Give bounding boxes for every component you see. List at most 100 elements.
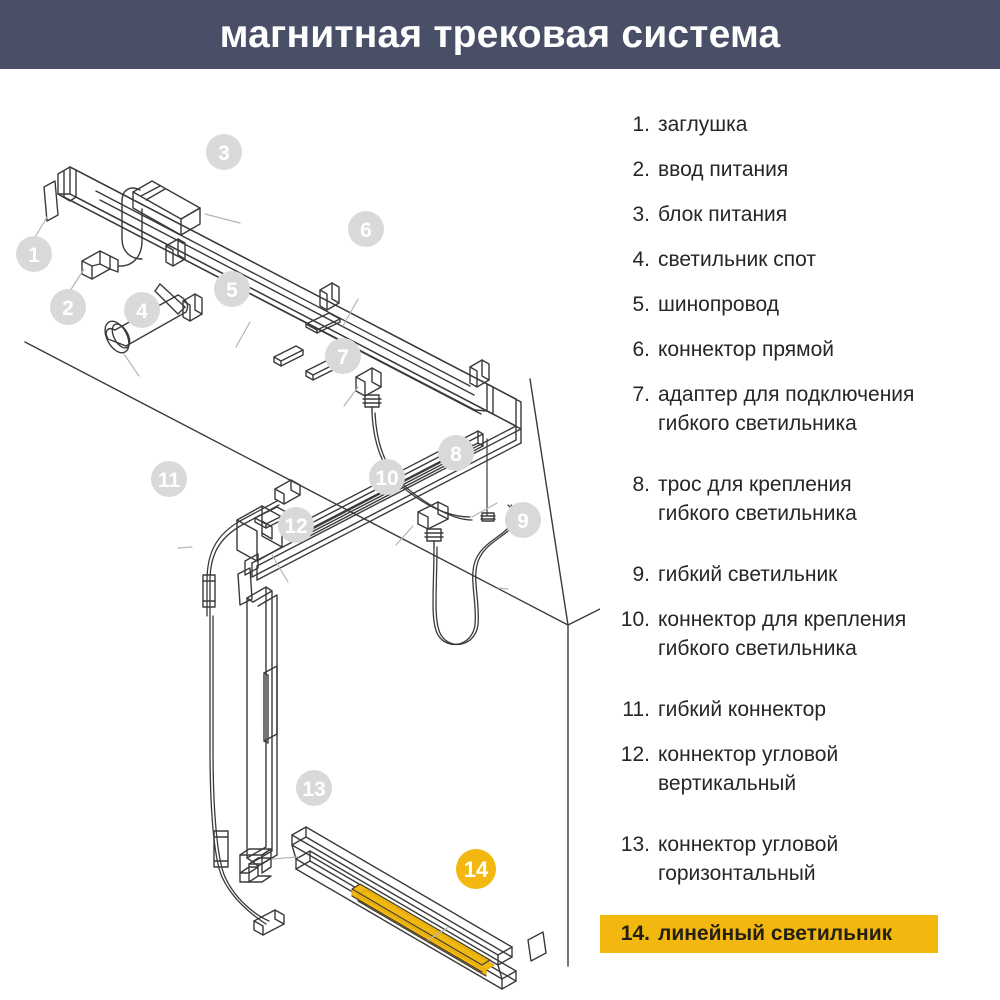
legend-item-3[interactable]: 3. блок питания [610, 200, 1000, 229]
legend-label: гибкий светильник [658, 563, 838, 586]
svg-text:14: 14 [464, 857, 489, 882]
part-10-flex-mount [417, 501, 449, 548]
svg-text:11: 11 [158, 469, 181, 492]
legend-label: коннектор для крепления гибкого светильн… [658, 608, 907, 660]
legend-label: блок питания [658, 203, 788, 226]
page-header: магнитная трековая система [0, 0, 1000, 69]
legend-item-14-highlighted[interactable]: 14. линейный светильник [600, 915, 938, 953]
legend-number: 3. [632, 203, 650, 226]
callout-badge-5: 5 [214, 271, 250, 307]
part-8-mount-cable [480, 438, 496, 522]
legend-number: 14. [620, 922, 650, 945]
svg-text:12: 12 [284, 515, 307, 538]
legend-item-7[interactable]: 7. адаптер для подключения гибкого свети… [610, 380, 1000, 438]
svg-text:13: 13 [302, 778, 325, 801]
legend-label: гибкий коннектор [658, 698, 827, 721]
ceiling-plane-lines [24, 341, 600, 626]
legend-label: адаптер для подключения гибкого светильн… [658, 383, 915, 435]
callout-badge-4: 4 [124, 292, 160, 328]
legend-label: заглушка [658, 113, 748, 136]
legend-number: 10. [620, 608, 650, 631]
legend-number: 1. [632, 113, 650, 136]
wall-wire-terminal [213, 830, 229, 868]
legend-item-8[interactable]: 8. трос для крепления гибкого светильник… [610, 470, 1000, 528]
part-2-wire [117, 208, 143, 267]
legend-number: 13. [620, 833, 650, 856]
callout-badge-9: 9 [505, 502, 541, 538]
main-track-rail [57, 166, 522, 430]
part-7-flex-adapter [362, 394, 382, 414]
callout-badge-7: 7 [325, 338, 361, 374]
legend-label: светильник спот [658, 248, 817, 271]
legend-label: ввод питания [658, 158, 789, 181]
legend-label: коннектор угловой горизонтальный [658, 833, 839, 885]
legend-number: 6. [632, 338, 650, 361]
legend-number: 9. [632, 563, 650, 586]
legend-number: 12. [620, 743, 650, 766]
leader-lines [33, 213, 509, 941]
svg-text:5: 5 [226, 279, 238, 302]
callout-badge-2: 2 [50, 289, 86, 325]
part-14-end-cap-plate [527, 931, 547, 962]
loose-bar-near-13 [253, 909, 285, 936]
callout-badge-14: 14 [456, 849, 496, 889]
callout-badge-13: 13 [296, 770, 332, 806]
rail-seated-blocks [165, 238, 490, 397]
legend-number: 11. [622, 698, 650, 721]
callout-badge-10: 10 [369, 459, 405, 495]
legend-item-10[interactable]: 10. коннектор для крепления гибкого свет… [600, 605, 992, 663]
loose-plate-under-corner [237, 567, 253, 606]
part-2-power-input [81, 250, 119, 280]
callout-badge-11: 11 [151, 461, 187, 497]
part-6-straight-connector [305, 312, 341, 334]
legend-number: 8. [632, 473, 650, 496]
legend-number: 2. [632, 158, 650, 181]
vertical-track-rail [246, 586, 278, 867]
legend-number: 7. [632, 383, 650, 406]
legend-label: коннектор прямой [658, 338, 835, 361]
callout-badges: 1 2 3 4 5 6 7 [16, 134, 541, 889]
part-3-wire [121, 187, 143, 260]
part-7-cable-edge [374, 412, 473, 521]
callout-badge-3: 3 [206, 134, 242, 170]
part-14-led-strip-outline [351, 883, 491, 977]
legend-item-4[interactable]: 4. светильник спот [610, 245, 1000, 274]
page-title: магнитная трековая система [219, 13, 781, 56]
callout-badge-8: 8 [438, 435, 474, 471]
legend-item-9[interactable]: 9. гибкий светильник [610, 560, 1000, 589]
legend-number: 5. [632, 293, 650, 316]
legend-item-13[interactable]: 13. коннектор угловой горизонтальный [600, 830, 992, 888]
svg-text:7: 7 [337, 346, 349, 369]
content-area: 1 2 3 4 5 6 7 [0, 69, 1000, 1000]
part-7-cable [371, 412, 471, 518]
legend-label: трос для крепления гибкого светильника [658, 473, 857, 525]
wall-wire [209, 615, 270, 925]
legend-item-11[interactable]: 11. гибкий коннектор [600, 695, 992, 724]
part-3-power-supply [132, 180, 201, 236]
part-13-horizontal-corner-connector [239, 848, 272, 883]
legend-item-1[interactable]: 1. заглушка [610, 110, 1000, 139]
svg-text:6: 6 [360, 219, 372, 242]
legend-number: 4. [632, 248, 650, 271]
legend-item-6[interactable]: 6. коннектор прямой [610, 335, 1000, 364]
parts-legend: 1. заглушка 2. ввод питания 3. блок пита… [600, 69, 1000, 1000]
part-1-end-cap [43, 180, 59, 222]
svg-text:9: 9 [517, 510, 529, 533]
legend-label: шинопровод [658, 293, 779, 316]
svg-text:8: 8 [450, 443, 462, 466]
legend-label: коннектор угловой вертикальный [658, 743, 839, 795]
svg-text:4: 4 [136, 300, 148, 323]
callout-badge-12: 12 [278, 507, 314, 543]
track-system-diagram: 1 2 3 4 5 6 7 [16, 134, 600, 990]
callout-badge-1: 1 [16, 236, 52, 272]
legend-item-12[interactable]: 12. коннектор угловой вертикальный [600, 740, 992, 798]
svg-text:2: 2 [62, 297, 74, 320]
callout-badge-6: 6 [348, 211, 384, 247]
part-12-vertical-corner-connector [236, 505, 283, 576]
svg-text:1: 1 [28, 244, 40, 267]
legend-item-5[interactable]: 5. шинопровод [610, 290, 1000, 319]
legend-item-2[interactable]: 2. ввод питания [610, 155, 1000, 184]
legend-label: линейный светильник [658, 922, 893, 945]
svg-text:10: 10 [375, 467, 398, 490]
svg-text:3: 3 [218, 142, 230, 165]
